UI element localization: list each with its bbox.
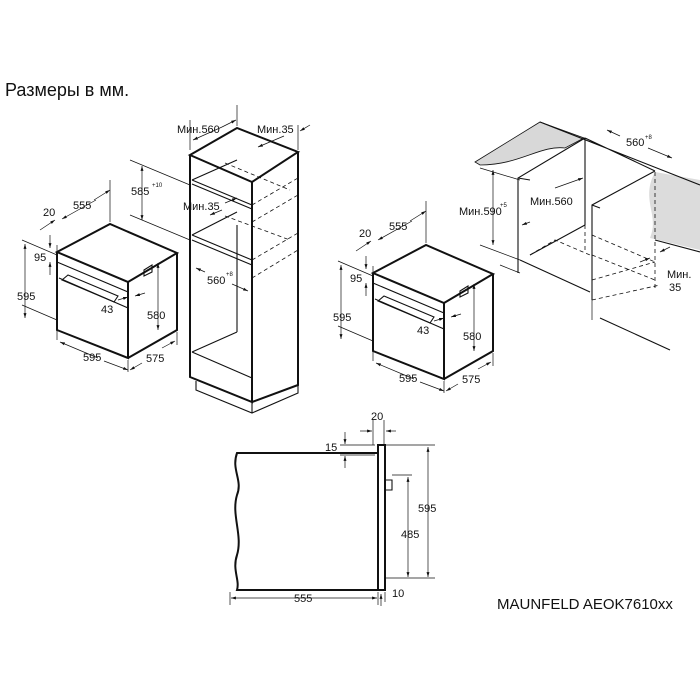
dim-585: 585 [131, 186, 149, 198]
dim-15: 15 [325, 442, 337, 454]
dim-580: 580 [463, 331, 481, 343]
model-name: MAUNFELD AEOK7610xx [497, 596, 673, 613]
dim-min-560: Мин.560 [177, 124, 220, 136]
dim-595-width: 595 [399, 373, 417, 385]
dim-min-35-top: Мин.35 [257, 124, 294, 136]
page-title: Размеры в мм. [5, 80, 130, 100]
dim-95: 95 [34, 252, 46, 264]
dim-560: 560 [626, 137, 644, 149]
dim-485: 485 [401, 529, 419, 541]
oven-right-drawing: 20 555 95 595 43 580 595 575 [333, 201, 496, 393]
dim-min-35-mid: Мин.35 [183, 201, 220, 213]
niche-drawing: 560 +8 Мин.590 +5 Мин.560 Мин. 35 [459, 121, 700, 351]
dim-560: 560 [207, 275, 225, 287]
dim-min-35-label: Мин. [667, 269, 691, 281]
dim-95: 95 [350, 273, 362, 285]
dim-555: 555 [294, 593, 312, 605]
dim-555: 555 [389, 221, 407, 233]
dim-43: 43 [417, 325, 429, 337]
dim-min-560: Мин.560 [530, 196, 573, 208]
dim-20: 20 [371, 411, 383, 423]
tower-cabinet-drawing: Мин.560 Мин.35 585 +10 Мин.35 560 +8 [129, 105, 311, 414]
oven-left-drawing: 20 555 95 595 43 580 595 575 [17, 180, 180, 372]
dim-min-590-tolerance: +5 [500, 203, 508, 209]
side-view-drawing: 20 15 595 485 555 10 [229, 411, 436, 606]
dim-595: 595 [418, 503, 436, 515]
dim-595-height: 595 [17, 291, 35, 303]
dim-575: 575 [462, 374, 480, 386]
dim-595-height: 595 [333, 312, 351, 324]
dim-580: 580 [147, 310, 165, 322]
dim-585-tolerance: +10 [152, 183, 163, 189]
dim-560-tolerance: +8 [645, 135, 653, 141]
dim-20: 20 [359, 228, 371, 240]
dim-min-590: Мин.590 [459, 206, 502, 218]
dim-555: 555 [73, 200, 91, 212]
dim-595-width: 595 [83, 352, 101, 364]
dim-10: 10 [392, 588, 404, 600]
dim-43: 43 [101, 304, 113, 316]
dim-min-35-value: 35 [669, 282, 681, 294]
dim-575: 575 [146, 353, 164, 365]
dim-560-tolerance: +8 [226, 272, 234, 278]
dim-20: 20 [43, 207, 55, 219]
